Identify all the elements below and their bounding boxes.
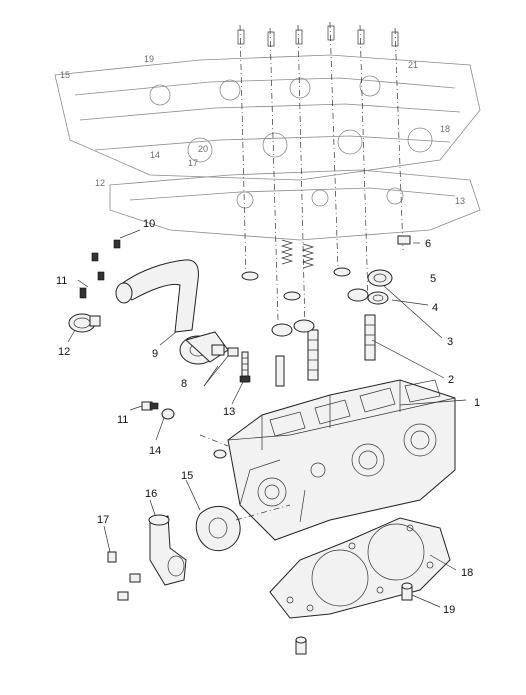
callout-18: 18 <box>461 567 473 579</box>
callout-2: 2 <box>448 374 454 386</box>
gasket-15 <box>195 505 241 552</box>
callout-6: 6 <box>425 238 431 250</box>
faint-label-e: 15 <box>60 70 70 80</box>
faint-upper-assembly: 19 21 20 17 15 18 14 12 13 <box>54 54 481 241</box>
thermostat-housing-16 <box>148 514 187 586</box>
valve-retainers <box>347 269 393 305</box>
cylinder-head <box>213 379 456 541</box>
leader-lines <box>67 229 467 608</box>
callout-8: 8 <box>181 378 187 390</box>
callout-14: 14 <box>149 445 161 457</box>
callout-numbers: 1 2 3 4 5 6 8 9 10 11 11 12 13 14 15 16 … <box>56 218 480 616</box>
callout-1: 1 <box>474 397 480 409</box>
bolts-10 <box>79 239 121 299</box>
head-gasket-18 <box>269 517 451 619</box>
hose-clamp-12 <box>68 313 101 333</box>
callout-19: 19 <box>443 604 455 616</box>
callout-16: 16 <box>145 488 157 500</box>
faint-label-h: 12 <box>95 178 105 188</box>
stud-13 <box>239 351 251 383</box>
callout-12: 12 <box>58 346 70 358</box>
callout-15: 15 <box>181 470 193 482</box>
faint-label-i: 13 <box>455 196 465 206</box>
callout-11-lower: 11 <box>117 414 128 426</box>
faint-label-b: 21 <box>408 60 418 70</box>
bolt-11-lower <box>141 401 175 420</box>
faint-label-d: 17 <box>188 158 198 168</box>
callout-3: 3 <box>447 336 453 348</box>
callout-5: 5 <box>430 273 436 285</box>
callout-11-upper: 11 <box>56 275 67 287</box>
valve-stems <box>237 21 404 331</box>
bolts-17 <box>107 551 141 601</box>
faint-label-f: 18 <box>440 124 450 134</box>
valve-springs <box>241 235 411 301</box>
faint-label-g: 14 <box>150 150 160 160</box>
callout-10: 10 <box>143 218 155 230</box>
spark-plugs <box>271 314 376 387</box>
callout-13: 13 <box>223 406 235 418</box>
faint-label-c: 20 <box>198 144 208 154</box>
coolant-pipe <box>115 259 239 365</box>
dowel-pins-19 <box>295 582 413 655</box>
faint-label-a: 19 <box>144 54 154 64</box>
callout-17: 17 <box>97 514 109 526</box>
callout-4: 4 <box>432 302 438 314</box>
callout-9: 9 <box>152 348 158 360</box>
